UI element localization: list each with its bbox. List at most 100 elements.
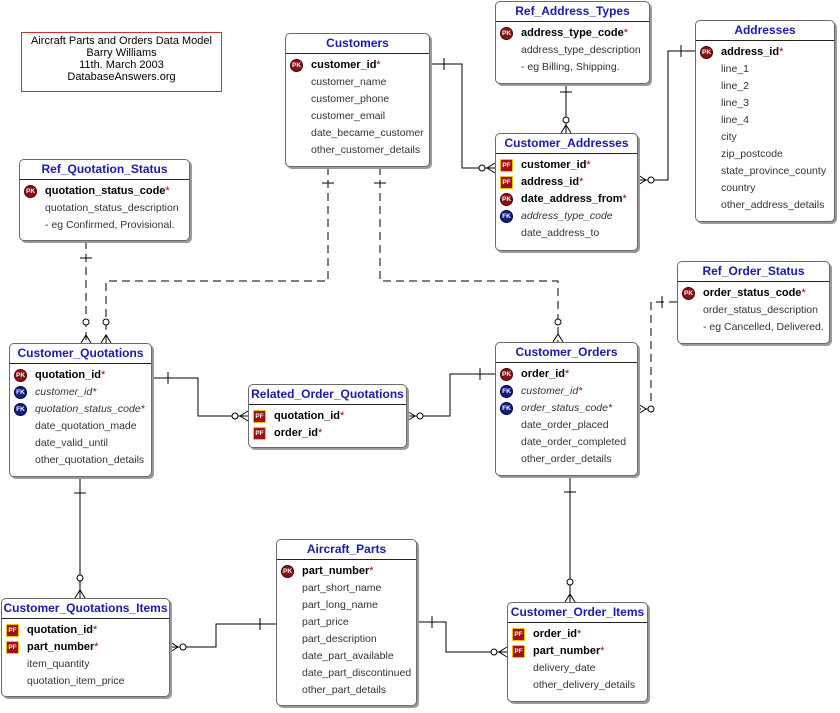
entity-field: date_address_to xyxy=(496,225,637,242)
field-text: item_quantity xyxy=(27,658,90,670)
crows-foot-marker xyxy=(406,410,416,422)
diagram-date: 11th. March 2003 xyxy=(79,59,164,71)
field-text: date_order_placed xyxy=(521,419,609,431)
crows-foot-marker xyxy=(486,162,496,174)
field-text: customer_name xyxy=(311,76,387,88)
entity-title: Customer_Addresses xyxy=(496,134,637,154)
field-text: delivery_date xyxy=(533,662,596,674)
field-name: customer_id* xyxy=(35,384,96,401)
entity-field: part_long_name xyxy=(277,597,416,614)
crows-foot-marker xyxy=(100,334,112,344)
field-name: quotation_item_price xyxy=(27,673,124,690)
pf-key-icon: PF xyxy=(6,624,19,637)
field-text: date_order_completed xyxy=(521,436,627,448)
entity-field: other_order_details xyxy=(496,451,637,468)
rel-order-status-line xyxy=(638,301,677,410)
field-text: address_type_code xyxy=(521,27,624,39)
field-text: quotation_status_code xyxy=(35,403,141,415)
field-name: order_id* xyxy=(533,626,581,643)
entity-field: other_delivery_details xyxy=(508,677,647,694)
field-name: date_became_customer xyxy=(311,125,424,142)
rel-customers-customer-addresses-line xyxy=(430,63,495,169)
entity-field: customer_name xyxy=(286,74,429,91)
field-text: address_type_description xyxy=(521,44,641,56)
field-name: address_id* xyxy=(721,44,783,61)
required-marker: * xyxy=(586,159,591,171)
field-name: customer_phone xyxy=(311,91,389,108)
entity-title: Customer_Orders xyxy=(496,343,637,363)
entity-title: Customers xyxy=(286,34,429,54)
crows-foot-marker xyxy=(74,589,86,599)
field-text: other_address_details xyxy=(721,199,825,211)
fk-key-icon: FK xyxy=(500,210,513,223)
field-name: date_order_placed xyxy=(521,417,609,434)
field-name: address_type_code* xyxy=(521,25,628,42)
entity-field: - eg Billing, Shipping. xyxy=(496,59,649,76)
field-name: line_3 xyxy=(721,95,749,112)
field-text: order_id xyxy=(533,628,578,640)
field-text: line_1 xyxy=(721,63,750,75)
diagram-title: Aircraft Parts and Orders Data Model xyxy=(31,35,212,47)
required-marker: * xyxy=(94,641,99,653)
field-name: address_type_code xyxy=(521,208,613,225)
field-text: part_long_name xyxy=(302,599,378,611)
required-marker: * xyxy=(101,369,106,381)
entity-field: other_part_details xyxy=(277,682,416,699)
field-name: delivery_date xyxy=(533,660,595,677)
required-marker: * xyxy=(140,403,145,415)
field-name: item_quantity xyxy=(27,656,89,673)
field-text: date_became_customer xyxy=(311,127,424,139)
entity-title: Ref_Address_Types xyxy=(496,2,649,22)
fk-key-icon: FK xyxy=(14,403,27,416)
entity-field: date_order_placed xyxy=(496,417,637,434)
required-marker: * xyxy=(369,565,374,577)
crows-foot-marker xyxy=(560,124,572,134)
field-name: part_short_name xyxy=(302,580,381,597)
field-name: address_type_description xyxy=(521,42,641,59)
field-name: part_number* xyxy=(533,643,605,660)
entity-field: line_4 xyxy=(696,112,834,129)
pf-key-icon: PF xyxy=(253,427,266,440)
optional-marker xyxy=(647,176,655,184)
field-text: customer_id xyxy=(521,385,579,397)
field-text: quotation_id xyxy=(274,410,340,422)
fk-key-icon: FK xyxy=(500,402,513,415)
field-name: customer_email xyxy=(311,108,385,125)
field-name: date_order_completed xyxy=(521,434,626,451)
field-text: address_type_code xyxy=(521,210,613,222)
rel-quotations-related-line xyxy=(152,377,248,417)
required-marker: * xyxy=(93,624,98,636)
crows-foot-marker xyxy=(169,641,179,653)
entity-field: date_order_completed xyxy=(496,434,637,451)
entity-title: Customer_Order_Items xyxy=(508,603,647,623)
entity-field: date_part_discontinued xyxy=(277,665,416,682)
entity-field: country xyxy=(696,180,834,197)
entity-field: - eg Cancelled, Delivered. xyxy=(678,319,829,336)
optional-marker xyxy=(647,405,655,413)
